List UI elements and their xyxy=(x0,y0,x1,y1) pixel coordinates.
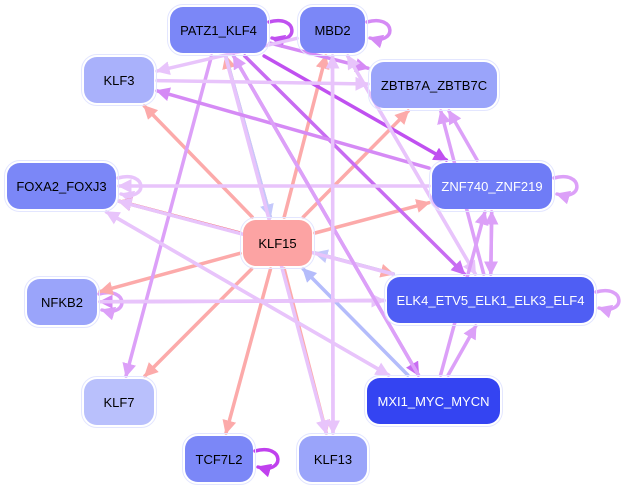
node-mxi1-myc-mycn[interactable]: MXI1_MYC_MYCN xyxy=(364,375,503,427)
edge-mxi1-myc-mycn-to-foxa2-foxj3 xyxy=(104,210,391,377)
edge-patz1-klf4-to-patz1-klf4 xyxy=(267,18,294,49)
edge-klf13-to-mbd2 xyxy=(325,54,340,435)
node-tcf7l2[interactable]: TCF7L2 xyxy=(182,433,256,485)
node-label: MBD2 xyxy=(314,22,351,38)
edge-patz1-klf4-to-elk4-etv5-elk1-elk3-elf4 xyxy=(242,54,467,276)
node-label: MXI1_MYC_MYCN xyxy=(377,393,490,409)
node-foxa2-foxj3[interactable]: FOXA2_FOXJ3 xyxy=(4,160,119,212)
edge-klf15-to-nfkb2 xyxy=(98,251,242,296)
edge-mxi1-myc-mycn-to-klf15 xyxy=(301,267,410,377)
node-elk4-etv5-elk1-elk3-elf4[interactable]: ELK4_ETV5_ELK1_ELK3_ELF4 xyxy=(384,274,597,326)
edge-mxi1-myc-mycn-to-elk4-etv5-elk1-elk3-elf4 xyxy=(446,324,478,377)
node-klf3[interactable]: KLF3 xyxy=(81,54,157,106)
node-label: PATZ1_KLF4 xyxy=(180,22,257,38)
node-label: TCF7L2 xyxy=(195,451,243,467)
edge-klf15-to-klf3 xyxy=(142,104,254,219)
node-label: NFKB2 xyxy=(41,294,83,310)
edge-znf740-znf219-to-klf3 xyxy=(155,87,431,170)
node-klf7[interactable]: KLF7 xyxy=(81,376,157,428)
edge-elk4-etv5-elk1-elk3-elf4-to-znf740-znf219 xyxy=(484,210,499,276)
node-klf13[interactable]: KLF13 xyxy=(296,433,370,485)
node-label: ZNF740_ZNF219 xyxy=(441,178,543,194)
edge-znf740-znf219-to-zbtb7a-zbtb7c xyxy=(447,109,479,162)
node-label: KLF3 xyxy=(103,72,135,88)
edge-klf15-to-tcf7l2 xyxy=(222,267,273,435)
node-label: ELK4_ETV5_ELK1_ELK3_ELF4 xyxy=(396,292,585,308)
node-zbtb7a-zbtb7c[interactable]: ZBTB7A_ZBTB7C xyxy=(368,59,500,111)
node-label: ZBTB7A_ZBTB7C xyxy=(380,77,488,93)
edge-klf3-to-zbtb7a-zbtb7c xyxy=(155,76,370,91)
edge-elk4-etv5-elk1-elk3-elf4-to-elk4-etv5-elk1-elk3-elf4 xyxy=(594,288,621,319)
node-klf15[interactable]: KLF15 xyxy=(240,217,315,269)
node-label: FOXA2_FOXJ3 xyxy=(16,178,107,194)
edge-znf740-znf219-to-znf740-znf219 xyxy=(552,174,579,205)
node-label: KLF7 xyxy=(103,394,135,410)
node-mbd2[interactable]: MBD2 xyxy=(297,4,368,56)
node-znf740-znf219[interactable]: ZNF740_ZNF219 xyxy=(429,160,555,212)
edge-mbd2-to-mbd2 xyxy=(365,18,392,49)
node-label: KLF13 xyxy=(313,451,353,467)
edge-tcf7l2-to-tcf7l2 xyxy=(253,447,280,478)
node-label: KLF15 xyxy=(258,235,297,251)
node-patz1-klf4[interactable]: PATZ1_KLF4 xyxy=(167,4,270,56)
edge-elk4-etv5-elk1-elk3-elf4-to-mbd2 xyxy=(345,54,478,276)
edge-mbd2-to-klf3 xyxy=(155,36,299,76)
edges-layer xyxy=(97,18,621,478)
edge-mxi1-myc-mycn-to-patz1-klf4 xyxy=(231,54,421,377)
node-nfkb2[interactable]: NFKB2 xyxy=(24,276,100,328)
edge-nfkb2-to-elk4-etv5-elk1-elk3-elf4 xyxy=(98,293,386,308)
edge-patz1-klf4-to-znf740-znf219 xyxy=(262,54,449,162)
